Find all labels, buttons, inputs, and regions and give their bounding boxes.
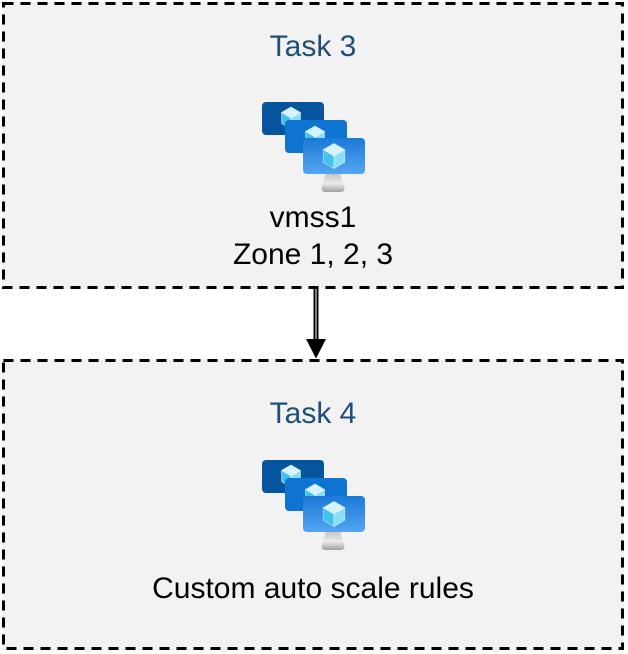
vmss-zones-label: Zone 1, 2, 3 xyxy=(232,238,394,271)
vm-scale-sets-icon xyxy=(261,459,365,551)
autoscale-rules-label: Custom auto scale rules xyxy=(152,572,474,605)
task4-title: Task 4 xyxy=(269,397,357,430)
vmss-name-label: vmss1 xyxy=(269,201,357,234)
task4-box: Task 4 Custom auto scale rules xyxy=(2,359,624,650)
down-arrow-connector xyxy=(306,289,326,359)
vm-scale-sets-icon xyxy=(261,101,365,193)
task3-box: Task 3 vmss1 Zone 1, 2, 3 xyxy=(2,2,624,289)
task3-title: Task 3 xyxy=(269,30,357,63)
